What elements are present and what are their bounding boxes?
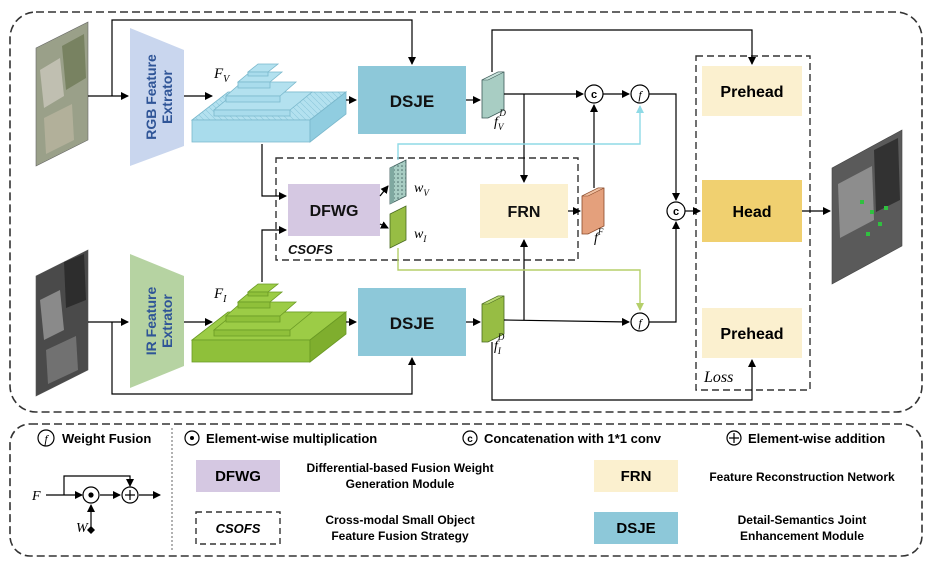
legend-elementwise-add: Element-wise addition xyxy=(748,431,885,446)
dsje-rgb-label: DSJE xyxy=(390,92,434,111)
concat-operator-top-symbol: c xyxy=(591,89,597,101)
frn-label: FRN xyxy=(508,204,541,221)
wv-label: wV xyxy=(414,181,430,198)
dsje-ir-module xyxy=(358,288,466,356)
dfwg-label: DFWG xyxy=(310,203,359,220)
legend-concat-symbol-letter: c xyxy=(467,434,473,445)
dsje-ir-label: DSJE xyxy=(390,314,434,333)
output-detection-image xyxy=(831,129,903,285)
legend-F-label: F xyxy=(31,489,41,504)
prehead-top-label: Prehead xyxy=(720,84,783,101)
legend-dsje-desc-line2: Enhancement Module xyxy=(740,529,864,543)
ff-feature-cube xyxy=(581,187,605,235)
ir-extractor-label-line1: IR Feature xyxy=(143,287,159,356)
legend-frn-desc: Feature Reconstruction Network xyxy=(709,470,895,484)
concat-operator-mid-symbol: c xyxy=(673,206,679,218)
head-label: Head xyxy=(732,204,771,221)
head-module xyxy=(702,180,802,242)
frn-module xyxy=(480,184,568,238)
legend-csofs-box xyxy=(195,511,281,545)
legend-dsje-desc-line1: Detail-Semantics Joint xyxy=(738,513,867,527)
wv-weight-map xyxy=(389,159,407,205)
main-frame xyxy=(9,11,923,413)
prehead-bottom xyxy=(702,308,802,358)
rgb-extractor-label-line2: Extrator xyxy=(159,70,175,124)
legend-concat-label: Concatenation with 1*1 conv xyxy=(484,431,662,446)
ir-feature-extractor xyxy=(130,254,184,388)
ir-input-image xyxy=(35,249,89,397)
wi-weight-arrow xyxy=(397,248,644,311)
fid-feature-cube xyxy=(481,295,505,343)
fv-label: FV xyxy=(213,66,231,85)
rgb-feature-pyramid xyxy=(190,63,348,143)
legend-concat-symbol xyxy=(462,430,478,446)
ir-extractor-label-line2: Extrator xyxy=(159,294,175,348)
rgb-extractor-label-line1: RGB Feature xyxy=(143,54,159,140)
wi-weight-map xyxy=(389,205,407,249)
legend-frn-box xyxy=(594,460,678,492)
prehead-bottom-label: Prehead xyxy=(720,326,783,343)
legend-mult-dot xyxy=(190,436,194,440)
legend-csofs-desc-line2: Feature Fusion Strategy xyxy=(331,529,469,543)
legend-frame xyxy=(9,423,923,557)
legend-weight-fusion-diagram xyxy=(46,475,161,534)
legend-csofs-box-label: CSOFS xyxy=(216,521,261,536)
wi-label: wI xyxy=(414,227,427,244)
loss-region xyxy=(695,55,811,391)
legend-dfwg-box xyxy=(196,460,280,492)
legend-dsje-box xyxy=(594,512,678,544)
legend-dfwg-desc-line1: Differential-based Fusion Weight xyxy=(306,461,493,475)
connections xyxy=(88,19,831,401)
prehead-top xyxy=(702,66,802,116)
legend-W-label: W xyxy=(76,521,89,536)
dsje-rgb-module xyxy=(358,66,466,134)
wv-weight-arrow xyxy=(397,105,644,160)
fid-label: fID xyxy=(494,332,505,356)
csofs-label: CSOFS xyxy=(288,242,333,257)
legend-dsje-box-label: DSJE xyxy=(616,520,655,537)
loss-label: Loss xyxy=(703,369,733,386)
fuse-operator-top-symbol: f xyxy=(638,88,643,102)
ff-label: fF xyxy=(594,227,604,246)
fvd-label: fVD xyxy=(494,108,506,132)
legend-csofs-desc-line1: Cross-modal Small Object xyxy=(325,513,474,527)
legend-add-cross xyxy=(729,433,739,443)
fi-label: FI xyxy=(213,286,227,305)
legend-fuse-symbol-letter: f xyxy=(44,432,49,446)
legend-elementwise-mult: Element-wise multiplication xyxy=(206,431,377,446)
legend-fuse-symbol xyxy=(37,429,55,447)
legend-dfwg-box-label: DFWG xyxy=(215,468,261,485)
fvd-feature-cube xyxy=(481,71,505,119)
legend-weight-fusion: Weight Fusion xyxy=(62,431,151,446)
rgb-feature-extractor xyxy=(130,28,184,166)
dfwg-module xyxy=(288,184,380,236)
rgb-input-image xyxy=(35,21,89,167)
ir-feature-pyramid xyxy=(190,283,348,363)
fuse-operator-bottom-symbol: f xyxy=(638,316,643,330)
legend-frn-box-label: FRN xyxy=(621,468,652,485)
legend-dfwg-desc-line2: Generation Module xyxy=(346,477,455,491)
